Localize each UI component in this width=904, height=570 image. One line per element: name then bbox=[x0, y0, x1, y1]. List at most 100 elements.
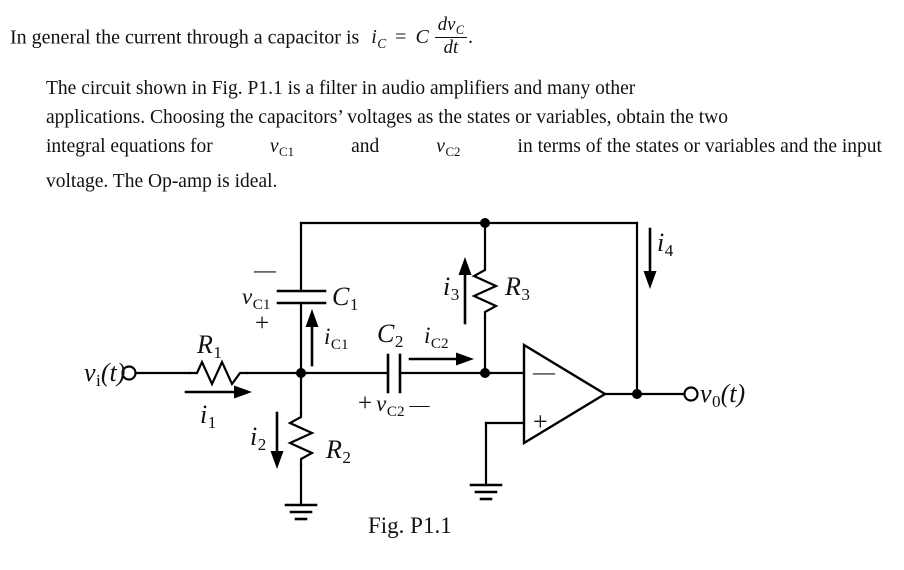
arrow-i3-head bbox=[458, 257, 472, 275]
paragraph-line-3-part2: and bbox=[351, 136, 380, 157]
label-ic2-symbol: i bbox=[424, 323, 431, 348]
arrow-i1-head bbox=[234, 385, 252, 399]
label-vc2-plus-glyph: + bbox=[358, 390, 373, 417]
label-opamp-inverting-glyph: — bbox=[533, 359, 555, 384]
label-r2-subscript: 2 bbox=[342, 448, 351, 468]
label-vc2-symbol: v bbox=[376, 391, 387, 416]
label-i2-subscript: 2 bbox=[257, 435, 267, 455]
label-i1-symbol: i bbox=[200, 400, 208, 429]
label-ic2-subscript: C2 bbox=[430, 334, 449, 352]
circuit-diagram: vi(t) v0(t) R1 R2 R3 C1 C2 vC1 bbox=[0, 195, 904, 570]
fraction-denominator: dt bbox=[443, 37, 459, 59]
label-vc1: vC1 bbox=[242, 285, 270, 312]
inline-var-vc2: vC2 bbox=[436, 132, 460, 167]
label-r3-symbol: R bbox=[505, 272, 521, 301]
opamp-triangle-body bbox=[522, 342, 608, 446]
inline-var-vc2-subscript: C2 bbox=[445, 145, 461, 160]
label-vc2-minus-glyph: — bbox=[409, 394, 430, 416]
label-vc1-symbol: v bbox=[242, 284, 253, 309]
label-output-node-suffix: (t) bbox=[720, 379, 746, 408]
label-r3: R3 bbox=[505, 274, 530, 304]
label-r1-subscript: 1 bbox=[213, 343, 222, 363]
paragraph-line-2-text: applications. Choosing the capacitors’ v… bbox=[46, 107, 728, 128]
label-vc1-minus-glyph: — bbox=[254, 257, 276, 282]
junction-dot-input-node bbox=[296, 368, 306, 378]
label-output-node-symbol: v bbox=[700, 379, 712, 408]
inline-var-vc1-symbol: v bbox=[269, 136, 279, 157]
label-opamp-inverting-sign: — bbox=[533, 361, 555, 383]
label-r2-symbol: R bbox=[326, 435, 342, 464]
paragraph-line-2: applications. Choosing the capacitors’ v… bbox=[46, 103, 882, 132]
label-r1: R1 bbox=[197, 332, 222, 362]
label-opamp-noninverting-sign: + bbox=[533, 409, 548, 435]
label-ic1-symbol: i bbox=[324, 324, 331, 349]
paragraph-line-1-text: The circuit shown in Fig. P1.1 is a filt… bbox=[46, 78, 636, 99]
inline-var-vc1: vC1 bbox=[270, 132, 294, 167]
problem-paragraph: The circuit shown in Fig. P1.1 is a filt… bbox=[46, 74, 882, 196]
label-i4: i4 bbox=[657, 230, 673, 260]
label-i1: i1 bbox=[200, 402, 216, 432]
label-i4-symbol: i bbox=[657, 228, 665, 257]
label-ic2: iC2 bbox=[424, 324, 449, 351]
paragraph-line-4-text: voltage. The Op-amp is ideal. bbox=[46, 171, 278, 193]
label-vc1-plus-sign: + bbox=[255, 311, 269, 336]
capacitor-current-equation: iC = C dvC dt . bbox=[371, 15, 474, 57]
label-i3: i3 bbox=[443, 274, 459, 304]
paragraph-line-3-part1: integral equations for bbox=[46, 136, 213, 157]
label-i3-symbol: i bbox=[443, 272, 451, 301]
junction-dot-top-rail bbox=[480, 218, 490, 228]
equation-lhs-symbol: i bbox=[371, 26, 377, 49]
arrow-i2-head bbox=[270, 451, 284, 469]
resistor-r1-body bbox=[188, 359, 249, 387]
equation-period: . bbox=[468, 26, 474, 49]
label-vc1-plus-glyph: + bbox=[255, 310, 270, 337]
label-c2: C2 bbox=[377, 321, 403, 351]
paragraph-line-4: voltage. The Op-amp is ideal. bbox=[46, 167, 882, 196]
label-ic1: iC1 bbox=[324, 325, 349, 352]
label-output-node-subscript: 0 bbox=[712, 392, 721, 412]
label-i1-subscript: 1 bbox=[207, 413, 217, 433]
resistor-r3-body bbox=[471, 264, 499, 320]
inline-var-vc1-subscript: C1 bbox=[279, 145, 295, 160]
label-input-source: vi(t) bbox=[84, 360, 125, 390]
label-c1-symbol: C bbox=[332, 282, 350, 311]
label-i2: i2 bbox=[250, 424, 266, 454]
paragraph-line-1: The circuit shown in Fig. P1.1 is a filt… bbox=[46, 74, 882, 103]
label-output-node: v0(t) bbox=[700, 381, 745, 411]
label-input-source-suffix: (t) bbox=[100, 358, 126, 387]
arrow-ic1-head bbox=[305, 309, 319, 327]
label-vc1-minus-sign: — bbox=[254, 259, 276, 281]
junction-dot-inverting-node bbox=[480, 368, 490, 378]
label-vc1-subscript: C1 bbox=[252, 295, 271, 313]
label-i4-subscript: 4 bbox=[664, 241, 674, 261]
equation-coefficient: C bbox=[415, 26, 429, 49]
label-i2-symbol: i bbox=[250, 422, 258, 451]
circuit-schematic-svg bbox=[121, 218, 699, 521]
fraction-numerator-text: dv bbox=[437, 14, 456, 35]
fraction-numerator-subscript: C bbox=[455, 22, 465, 37]
label-c1: C1 bbox=[332, 284, 358, 314]
arrow-i4-head bbox=[643, 271, 657, 289]
junction-dot-output-node bbox=[632, 389, 642, 399]
label-input-source-subscript: i bbox=[96, 371, 101, 391]
intro-text: In general the current through a capacit… bbox=[10, 26, 360, 49]
equation-fraction: dvC dt bbox=[434, 14, 468, 59]
label-opamp-noninverting-glyph: + bbox=[533, 407, 548, 436]
figure-caption: Fig. P1.1 bbox=[368, 513, 452, 538]
terminal-input-circle bbox=[121, 365, 137, 381]
label-c2-symbol: C bbox=[377, 319, 395, 348]
inline-var-vc2-symbol: v bbox=[436, 136, 445, 157]
label-ic1-subscript: C1 bbox=[330, 335, 349, 353]
label-i3-subscript: 3 bbox=[450, 285, 460, 305]
label-r1-symbol: R bbox=[197, 330, 213, 359]
paragraph-line-3: integral equations for vC1 and vC2 in te… bbox=[46, 132, 882, 167]
equation-lhs-subscript: C bbox=[377, 35, 387, 51]
label-c2-subscript: 2 bbox=[394, 332, 404, 352]
fraction-numerator: dvC bbox=[434, 14, 468, 39]
intro-line: In general the current through a capacit… bbox=[10, 15, 890, 58]
label-vc2-group: +vC2— bbox=[358, 391, 430, 419]
terminal-output-circle bbox=[683, 386, 699, 402]
label-r2: R2 bbox=[326, 437, 351, 467]
label-vc2-subscript: C2 bbox=[386, 402, 405, 420]
